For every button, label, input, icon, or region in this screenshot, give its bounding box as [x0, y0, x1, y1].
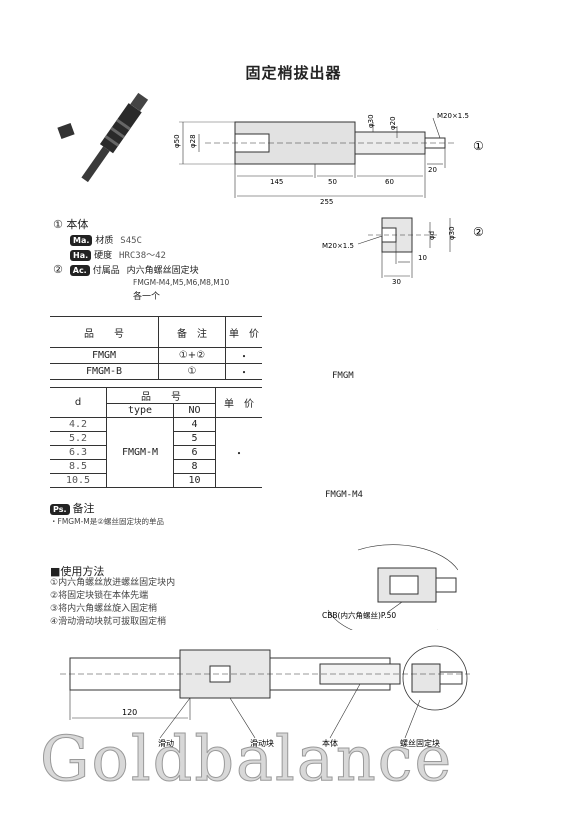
page-title: 固定梢拔出器 [245, 64, 342, 82]
part2-accessory: ② Ac.付属品 内六角螺丝固定块 [53, 263, 199, 276]
table-row: 6.3 6 [50, 445, 262, 460]
price-table-main: 品 号 备 注 单 价 FMGM ①+② ・ FMGM-B ① ・ [50, 316, 262, 380]
label-fix-block: 螺丝固定块 [400, 738, 440, 748]
dim-dia28: φ28 [189, 134, 197, 148]
part1-hardness: Ha.硬度 HRC38～42 [70, 248, 166, 261]
dim-dia50: φ50 [173, 134, 181, 148]
label-fmgm: FMGM [332, 371, 354, 381]
dim-thread-m20-block: M20×1.5 [322, 242, 354, 250]
drawing-detail: CBB(内六角螺丝)P.50 [322, 544, 458, 630]
remarks-text: ・FMGM-M是②螺丝固定块的单品 [50, 517, 164, 526]
table-row: FMGM ①+② ・ [50, 347, 262, 364]
table-row: FMGM-B ① ・ [50, 363, 262, 380]
dim-dia30-block: φ30 [448, 226, 456, 240]
dim-50: 50 [328, 178, 337, 186]
part1-material: Ma.材质 S45C [70, 233, 142, 246]
drawing-fix-block: M20×1.5 φd φ30 10 30 ② [322, 217, 484, 286]
label-slide: 滑动 [158, 738, 174, 748]
th-price2: 单 价 [215, 387, 262, 418]
part2-sizes: FMGM-M4,M5,M6,M8,M10 [133, 278, 230, 287]
callout-1: ① [473, 139, 484, 153]
usage-steps: ①内六角螺丝放进螺丝固定块内 ②将固定块锁在本体先端 ③将内六角螺丝旋入固定梢 … [50, 577, 175, 629]
dim-thread-m20: M20×1.5 [437, 112, 469, 120]
list-item: ②将固定块锁在本体先端 [50, 591, 149, 601]
th-code: 品 号 [50, 316, 159, 348]
label-body: 本体 [322, 738, 338, 748]
th-price: 单 价 [225, 316, 262, 348]
price-table-block: d 品 号 单 价 type NO 4.2 FMGM-M 4 ・ 5.2 5 6… [50, 387, 262, 488]
list-item: ④滑动滑动块就可拔取固定梢 [50, 617, 167, 627]
type-cell: FMGM-M [106, 417, 174, 488]
detail-note: CBB(内六角螺丝)P.50 [322, 610, 396, 620]
th-no: NO [173, 403, 216, 418]
dim-dia-d: φd [428, 231, 436, 240]
dim-255: 255 [320, 198, 333, 206]
table-row: 10.5 10 [50, 473, 262, 488]
dim-dia20: φ20 [389, 116, 397, 130]
dim-dia30: φ30 [367, 114, 375, 128]
table-row: 4.2 FMGM-M 4 ・ [50, 417, 262, 488]
drawing-assembly: 120 滑动 滑动块 本体 螺丝固定块 [60, 645, 470, 748]
dim-10: 10 [418, 254, 427, 262]
list-item: ①内六角螺丝放进螺丝固定块内 [50, 578, 176, 588]
dim-145: 145 [270, 178, 283, 186]
dim-60: 60 [385, 178, 394, 186]
label-fmgm-m4: FMGM-M4 [325, 490, 363, 500]
table-row: 5.2 5 [50, 431, 262, 446]
price-cell: ・ [215, 417, 262, 488]
callout-2: ② [473, 225, 484, 239]
dim-20: 20 [428, 166, 437, 174]
th-code2: 品 号 [106, 387, 216, 404]
part1-heading: ① 本体 [53, 218, 89, 231]
th-note: 备 注 [158, 316, 226, 348]
th-d: d [50, 387, 107, 418]
th-type: type [106, 403, 174, 418]
part2-qty: 各一个 [133, 292, 161, 302]
label-slide-block: 滑动块 [250, 738, 274, 748]
watermark-text: Goldbalance [39, 722, 454, 796]
dim-120: 120 [122, 708, 137, 717]
list-item: ③将内六角螺丝旋入固定梢 [50, 604, 158, 614]
drawing-body: φ50 φ28 φ30 φ20 M20×1.5 145 50 60 20 255… [173, 112, 484, 206]
dim-30: 30 [392, 278, 401, 286]
remarks-heading: Ps.备注 [50, 500, 95, 516]
product-photo [57, 92, 149, 183]
usage-heading: ■使用方法 [50, 565, 105, 578]
